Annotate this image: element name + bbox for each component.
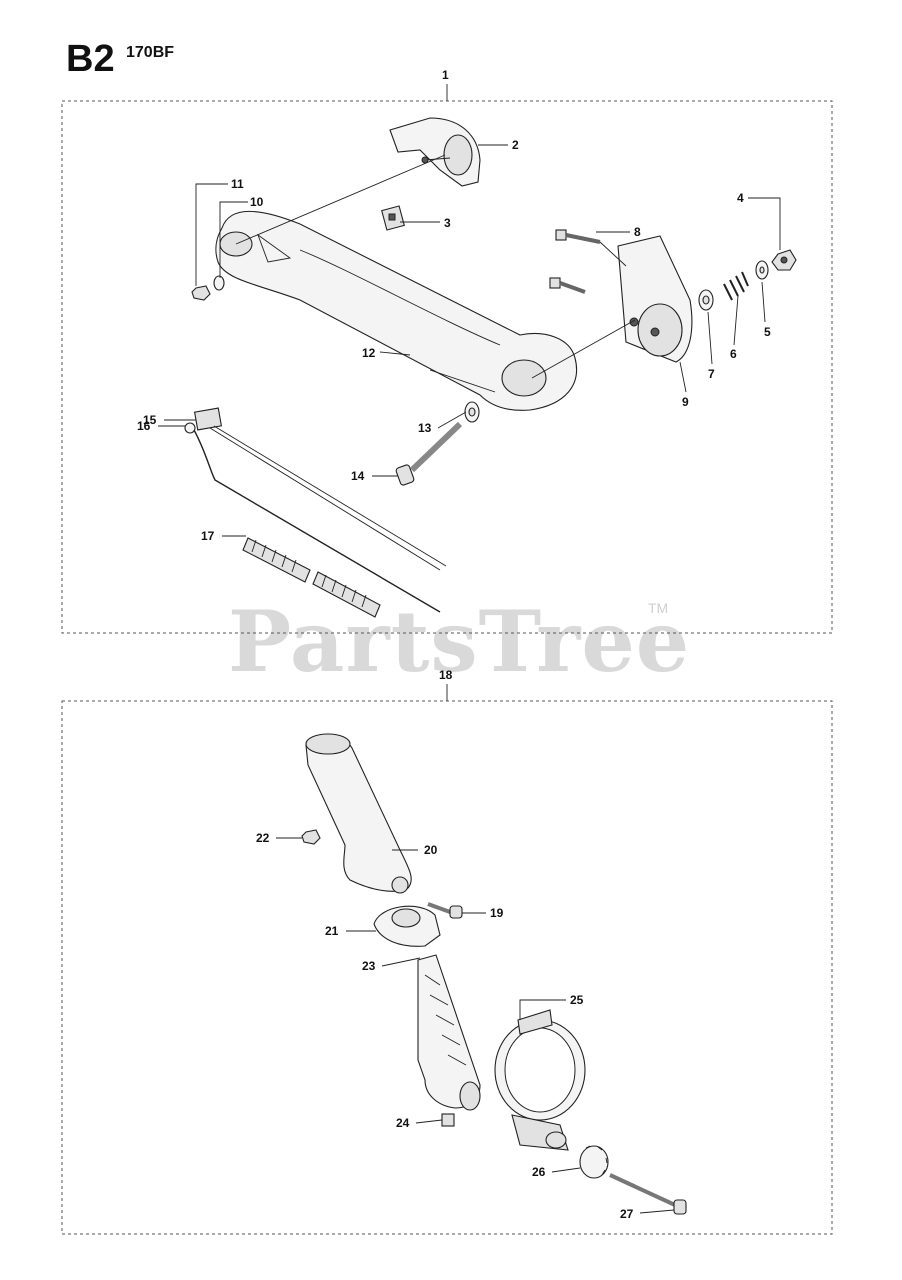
handle-base-part (373, 905, 441, 947)
callout-5: 5 (764, 325, 771, 339)
washer-spring-nut-group (698, 249, 797, 311)
callout-6: 6 (730, 347, 737, 361)
callout-25: 25 (570, 993, 584, 1007)
watermark-tm: TM (648, 600, 669, 616)
lower-leader-lines (276, 837, 675, 1214)
callout-26: 26 (532, 1165, 546, 1179)
spring-sleeves-part (242, 537, 381, 618)
callout-24: 24 (396, 1116, 410, 1130)
long-bolt-washer-group (395, 401, 480, 486)
callout-13: 13 (418, 421, 432, 435)
gear-part (459, 1081, 481, 1111)
long-bolt-part (609, 1173, 687, 1215)
callout-3: 3 (444, 216, 451, 230)
upper-leader-lines (158, 144, 781, 537)
callout-17: 17 (201, 529, 215, 543)
cable-group (184, 407, 447, 613)
callout-16: 16 (137, 419, 151, 433)
callout-12: 12 (362, 346, 376, 360)
nut-washer-left-group (191, 275, 225, 301)
callout-19: 19 (490, 906, 504, 920)
lower-assembly-box (61, 700, 833, 1235)
switch-housing-part (389, 117, 481, 187)
callout-11: 11 (231, 177, 244, 191)
connector-part (381, 205, 405, 231)
screw-part (427, 902, 463, 919)
callout-4: 4 (737, 191, 744, 205)
callout-10: 10 (250, 195, 264, 209)
callout-14: 14 (351, 469, 365, 483)
callout-21: 21 (325, 924, 339, 938)
handle-grip-part (305, 733, 412, 894)
callout-8: 8 (634, 225, 641, 239)
callout-20: 20 (424, 843, 438, 857)
callout-15: 15 (143, 413, 157, 427)
model-number: 170BF (126, 44, 175, 61)
handle-arm-part (215, 210, 577, 411)
bracket-part (617, 235, 693, 363)
callout-1: 1 (442, 68, 449, 82)
callout-9: 9 (682, 395, 689, 409)
watermark: PartsTree (228, 592, 691, 691)
callout-7: 7 (708, 367, 715, 381)
clamp-part (494, 1009, 586, 1151)
callout-23: 23 (362, 959, 376, 973)
callout-27: 27 (620, 1207, 634, 1221)
clip-part (441, 1113, 455, 1127)
knob-part (579, 1145, 609, 1179)
callout-18: 18 (439, 668, 453, 682)
nut-part (301, 829, 321, 845)
bolt-part (549, 229, 601, 294)
callout-22: 22 (256, 831, 270, 845)
callout-2: 2 (512, 138, 519, 152)
diagram-code: B2 (66, 38, 115, 80)
